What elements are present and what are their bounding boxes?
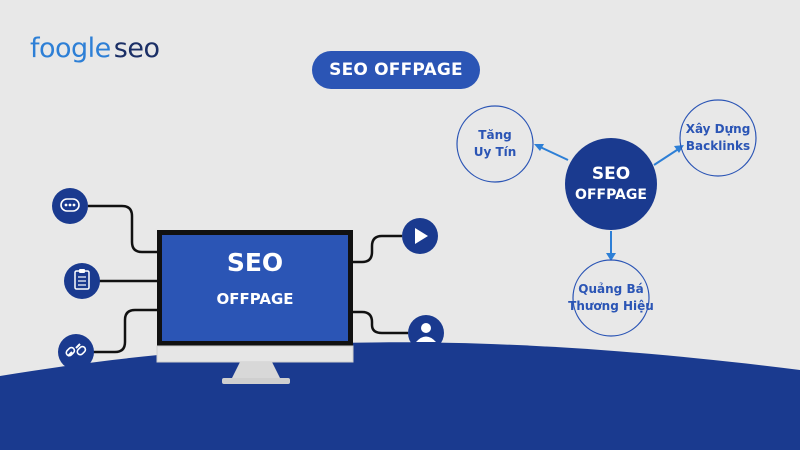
- bottom-wave: [0, 342, 800, 450]
- node-label-line2: Backlinks: [685, 139, 751, 153]
- connector-chat: [88, 204, 162, 254]
- node-label-line1: Quảng Bá: [578, 282, 644, 296]
- node-quang-ba-thuong-hieu: Quảng Bá Thương Hiệu: [567, 260, 655, 336]
- screen-text-line1: SEO: [226, 248, 284, 277]
- logo-part-foogle: foogle: [30, 32, 111, 64]
- connector-link: [92, 308, 162, 354]
- monitor-stand: [222, 378, 290, 384]
- play-icon: [402, 218, 438, 254]
- monitor-neck: [232, 362, 280, 378]
- connector-play: [348, 234, 402, 264]
- connector-user: [348, 310, 408, 335]
- center-label-line1: SEO: [591, 163, 631, 184]
- node-tang-uy-tin: Tăng Uy Tín: [457, 106, 533, 182]
- node-circle-quang-ba: [572, 259, 650, 337]
- node-label-line2: Uy Tín: [473, 145, 517, 159]
- node-label-line1: Xây Dựng: [685, 122, 751, 136]
- title-badge: SEO OFFPAGE: [312, 51, 480, 89]
- node-circle-xay-dung: [679, 99, 757, 177]
- monitor: [156, 230, 354, 384]
- arrow-to-xay-dung: [653, 147, 681, 166]
- clipboard-checklist-icon: [64, 263, 100, 299]
- broken-link-icon: [58, 334, 94, 370]
- brand-logo: foogle seo: [30, 32, 160, 64]
- node-label-line2: Thương Hiệu: [568, 299, 654, 313]
- node-label-line1: Tăng: [478, 128, 512, 142]
- logo-part-seo: seo: [113, 32, 160, 64]
- arrowhead-quang-ba: [606, 253, 616, 261]
- monitor-screen-text: SEO OFFPAGE: [165, 238, 345, 338]
- arrowhead-tang-uy-tin: [534, 144, 544, 151]
- user-icon: [408, 315, 444, 351]
- screen-text-line2: OFFPAGE: [216, 290, 294, 308]
- center-label-line2: OFFPAGE: [575, 186, 647, 203]
- node-xay-dung-backlinks: Xây Dựng Backlinks: [680, 100, 756, 176]
- node-circle-tang-uy-tin: [456, 105, 534, 183]
- monitor-screen: [162, 235, 348, 341]
- chat-bubble-icon: [52, 188, 88, 224]
- center-circle: [565, 138, 657, 230]
- center-node-label: SEO OFFPAGE: [565, 138, 657, 230]
- arrow-to-tang-uy-tin: [537, 145, 569, 161]
- monitor-chin: [156, 345, 354, 363]
